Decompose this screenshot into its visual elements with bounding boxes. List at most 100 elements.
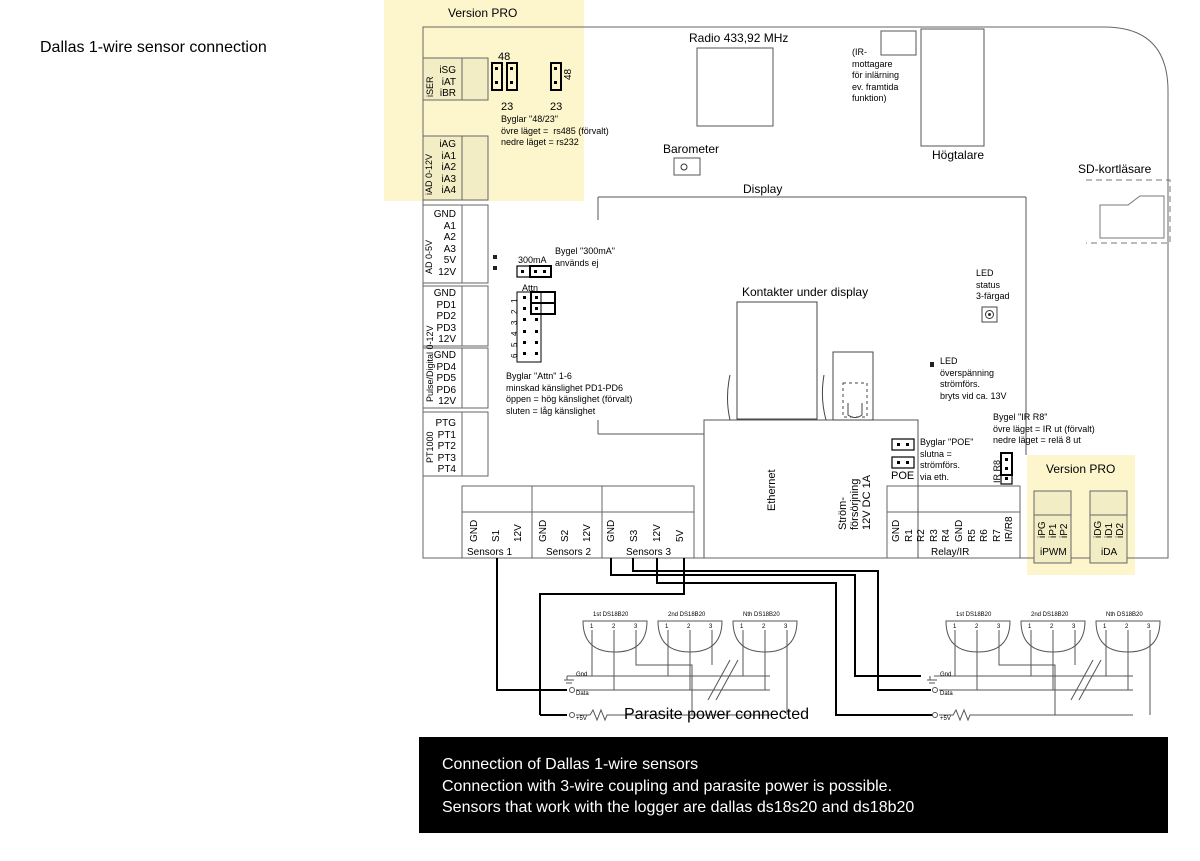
terminal-pin: GND	[606, 519, 617, 542]
pin-label: PD6	[436, 384, 456, 396]
relay-terminal	[886, 485, 1021, 559]
pin-label: PTG	[435, 418, 456, 429]
power-supply-label: Ström- försörjning 12V DC 1A	[837, 474, 873, 530]
rail-label: +5V	[576, 716, 587, 722]
jumper-23b-label: 23	[550, 101, 563, 113]
sensor-name-label: 2nd DS18B20	[668, 612, 706, 618]
speaker-label: Högtalare	[932, 148, 985, 162]
pin-label: PD1	[436, 299, 456, 311]
pin-label: 5V	[443, 255, 456, 267]
terminal-pin: GND	[954, 519, 965, 542]
pin-label: iA2	[441, 162, 456, 174]
version-pro-top-label: Version PRO	[448, 6, 518, 20]
ida-label: iDA	[1101, 547, 1118, 558]
pin-label: 12V	[438, 396, 456, 408]
jumper-attn-label: Byglar "Attn" 1-6 minskad känslighet PD1…	[506, 371, 633, 416]
attn-number: 2	[510, 309, 519, 314]
pin-label: iA1	[441, 150, 456, 162]
terminal-pin: R5	[966, 529, 978, 542]
caption-box: Connection of Dallas 1-wire sensors Conn…	[419, 737, 1168, 833]
sensor-name-label: Nth DS18B20	[743, 612, 780, 618]
sensor-pin-number: 1	[1028, 624, 1032, 630]
schematic-left	[564, 620, 798, 722]
terminal-pin: 12V	[582, 524, 593, 542]
attn-number: 1	[510, 298, 519, 303]
sensor-pin-number: 3	[1147, 624, 1151, 630]
barometer-label: Barometer	[663, 142, 720, 156]
pulse-connector-b	[422, 347, 489, 409]
terminal-pin: iD1	[1104, 522, 1115, 538]
sensors3-label: Sensors 3	[626, 547, 672, 558]
sensor-name-label: 2nd DS18B20	[1031, 612, 1069, 618]
speaker	[920, 28, 985, 147]
sensor-pin-number: 1	[953, 624, 957, 630]
terminal-pin: R7	[991, 529, 1003, 542]
terminal-pin: iP2	[1059, 523, 1070, 538]
parasite-power-label: Parasite power connected	[624, 706, 809, 723]
pin-label: iSG	[439, 65, 456, 76]
jumper-attn	[516, 291, 556, 363]
pin-label: PT4	[437, 464, 456, 476]
radio-module	[696, 47, 774, 127]
sensor-pin-number: 2	[1050, 624, 1054, 630]
contacts-under-display-label: Kontakter under display	[742, 285, 869, 299]
jumper-rs-label: Byglar "48/23" övre läget = rs485 (förva…	[501, 114, 609, 147]
iad-connector	[422, 135, 489, 201]
ethernet-label: Ethernet	[766, 469, 778, 511]
sensor-pin-number: 2	[1125, 624, 1129, 630]
terminal-pin: 12V	[652, 524, 663, 542]
terminal-pin: R6	[979, 529, 991, 542]
caption-line-2: Sensors that work with the logger are da…	[442, 799, 915, 816]
ad-connector	[422, 204, 489, 284]
rail-label: Gnd	[940, 672, 952, 678]
version-pro-bottom-label: Version PRO	[1046, 462, 1116, 476]
sensor-name-label: 1st DS18B20	[593, 612, 629, 618]
sensor-wires	[496, 558, 934, 716]
pin-label: iAT	[441, 76, 456, 88]
rail-label: Gnd	[576, 672, 588, 678]
pin-label: PT2	[437, 441, 456, 453]
board-outline	[422, 26, 1169, 559]
sensors3-terminal	[601, 485, 695, 559]
attn-number: 3	[510, 320, 519, 325]
ida-connector	[1089, 490, 1128, 564]
led-overvoltage	[930, 362, 934, 367]
sensor-pin-number: 3	[709, 624, 713, 630]
pin-label: GND	[433, 288, 456, 299]
jumper-300ma-text: 300mA	[518, 255, 547, 265]
terminal-pin: R3	[928, 529, 940, 542]
sensor-pin-number: 1	[740, 624, 744, 630]
sensor-pin-number: 3	[634, 624, 638, 630]
jumper-poe-text: POE	[891, 470, 915, 482]
pin-label: iAG	[439, 139, 456, 150]
terminal-pin: R1	[903, 529, 915, 542]
jumper-48b-label: 48	[563, 68, 574, 80]
jumper-300ma-label: Bygel "300mA" används ej	[555, 246, 615, 268]
rail-label: Data	[940, 691, 953, 697]
jumper-48-label: 48	[498, 51, 511, 63]
schematic-right	[927, 620, 1161, 722]
pin-label: GND	[433, 350, 456, 361]
terminal-pin: S1	[491, 529, 502, 542]
sensor-pin-number: 3	[784, 624, 788, 630]
jumper-ir-r8	[1000, 452, 1013, 485]
pin-label: A2	[443, 232, 456, 244]
sensor-name-label: Nth DS18B20	[1106, 612, 1143, 618]
sd-reader-label: SD-kortläsare	[1078, 162, 1152, 176]
terminal-pin: iD2	[1115, 522, 1126, 538]
pin-label: PT3	[437, 452, 456, 464]
sensor-pin-number: 2	[762, 624, 766, 630]
sensors1-terminal	[461, 485, 533, 559]
pin-label: iBR	[439, 88, 456, 100]
led-overvoltage-label: LED överspänning strömförs. bryts vid ca…	[940, 356, 1007, 401]
sensor-pin-number: 1	[590, 624, 594, 630]
pin-label: 12V	[438, 266, 456, 278]
terminal-pin: iPG	[1037, 521, 1048, 538]
sensor-pin-number: 1	[665, 624, 669, 630]
attn-number: 6	[510, 353, 519, 358]
terminal-pin: 12V	[513, 524, 524, 542]
